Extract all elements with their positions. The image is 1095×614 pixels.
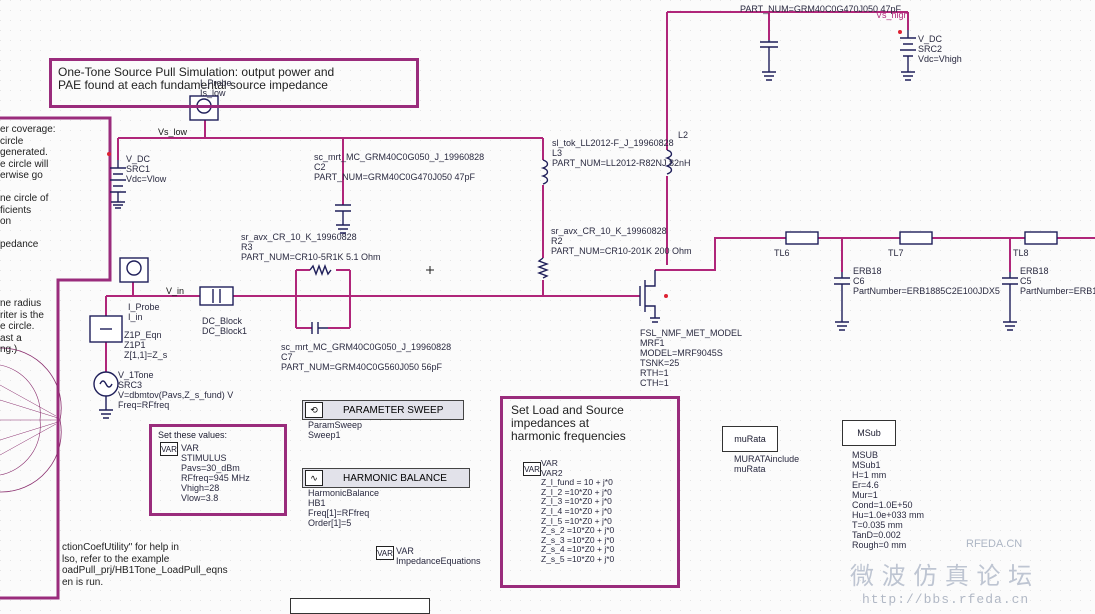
l3-label: sl_tok_LL2012-F_J_19960828 L3 PART_NUM=L… <box>552 138 691 168</box>
components <box>0 30 1058 493</box>
tl8-label: TL8 <box>1013 248 1029 258</box>
dc-block-label: DC_Block DC_Block1 <box>202 316 248 336</box>
c5-label: ERB18 C5 PartNumber=ERB1 <box>1020 266 1095 296</box>
var2-icon[interactable]: VAR <box>523 462 541 476</box>
load-source-box[interactable]: Set Load and Source impedances at harmon… <box>500 396 680 588</box>
vdc1-label: V_DC SRC1 Vdc=Vlow <box>126 154 167 184</box>
probe-in-label: I_Probe I_in <box>128 302 160 322</box>
murata-block[interactable]: muRata <box>722 426 778 452</box>
pin-mrf <box>664 294 668 298</box>
msub-block[interactable]: MSub <box>842 420 896 446</box>
watermark-chinese: 微 波 仿 真 论 坛 <box>850 562 1033 590</box>
r3-label: sr_avx_CR_10_K_19960828 R3 PART_NUM=CR10… <box>241 232 381 262</box>
pin-src1 <box>107 152 111 156</box>
z1p-label: Z1P_Eqn Z1P1 Z[1,1]=Z_s <box>124 330 168 360</box>
watermark-logo: RFEDA.CN <box>966 538 1023 550</box>
c6-label: ERB18 C6 PartNumber=ERB1885C2E100JDX5 <box>853 266 1000 296</box>
left-note-bottom: ctionCoefUtility" for help in lso, refer… <box>62 542 228 588</box>
pin-src2 <box>898 30 902 34</box>
source-pull-note-box[interactable]: One-Tone Source Pull Simulation: output … <box>49 58 419 108</box>
l2-label: L2 <box>678 130 689 140</box>
tl6-label: TL6 <box>774 248 790 258</box>
parameter-sweep-block[interactable]: ⟲ PARAMETER SWEEP <box>302 400 464 420</box>
mrf-label: FSL_NMF_MET_MODEL MRF1 MODEL=MRF9045S TS… <box>640 328 743 388</box>
parameter-sweep-title: PARAMETER SWEEP <box>343 404 444 416</box>
murata-block-title: muRata <box>734 434 766 444</box>
vtone-label: V_1Tone SRC3 V=dbmtov(Pavs,Z_s_fund) V F… <box>118 370 234 410</box>
vdc2-label: V_DC SRC2 Vdc=Vhigh <box>918 34 962 64</box>
sweep-label: ParamSweep Sweep1 <box>308 420 363 440</box>
murata-label: MURATAinclude muRata <box>734 454 800 474</box>
stimulus-label: VAR STIMULUS Pavs=30_dBm RFfreq=945 MHz … <box>181 443 250 503</box>
probe-top-label: I_Probe Is_low <box>200 78 232 98</box>
watermark-url: http://bbs.rfeda.cn <box>862 592 1030 607</box>
left-note-top: er coverage: circle generated. e circle … <box>0 124 56 250</box>
wires <box>105 11 1095 372</box>
msub-label: MSUB MSub1 H=1 mm Er=4.6 Mur=1 Cond=1.0E… <box>852 450 925 550</box>
top-part-label: PART_NUM=GRM40C0G470J050 47pF <box>740 4 901 14</box>
vhigh-label: Vs_high <box>876 10 909 20</box>
load-source-text: Set Load and Source impedances at harmon… <box>511 403 626 443</box>
impedance-equations-icon[interactable]: VAR <box>376 546 394 560</box>
cursor-cross <box>426 266 434 274</box>
left-note-mid: ne radius riter is the e circle. ast a n… <box>0 298 44 355</box>
sweep-icon: ⟲ <box>305 402 323 418</box>
c7-label: sc_mrt_MC_GRM40C0G050_J_19960828 C7 PART… <box>281 342 452 372</box>
left-note-border <box>0 116 112 600</box>
c2-label: sc_mrt_MC_GRM40C0G050_J_19960828 C2 PART… <box>314 152 485 182</box>
harmonic-balance-block[interactable]: ∿ HARMONIC BALANCE <box>302 468 470 488</box>
harmonic-balance-title: HARMONIC BALANCE <box>343 472 447 484</box>
source-pull-note-text: One-Tone Source Pull Simulation: output … <box>58 65 335 92</box>
msub-block-title: MSub <box>857 428 881 438</box>
vs-low-wire-label: Vs_low <box>158 127 188 137</box>
var2-label: VAR VAR2 Z_l_fund = 10 + j*0 Z_l_2 =10*Z… <box>541 458 615 564</box>
bottom-block-partial[interactable] <box>290 598 430 614</box>
v-in-wire-label: V_in <box>166 286 185 296</box>
set-values-label: Set these values: <box>158 430 228 440</box>
harmonic-balance-icon: ∿ <box>305 470 323 486</box>
set-values-box[interactable]: Set these values: <box>149 424 287 516</box>
tl7-label: TL7 <box>888 248 904 258</box>
r2-label: sr_avx_CR_10_K_19960828 R2 PART_NUM=CR10… <box>551 226 692 256</box>
hb-label: HarmonicBalance HB1 Freq[1]=RFfreq Order… <box>308 488 380 528</box>
impedance-equations-label: VAR ImpedanceEquations <box>396 546 481 566</box>
stimulus-var-icon[interactable]: VAR <box>160 442 178 456</box>
